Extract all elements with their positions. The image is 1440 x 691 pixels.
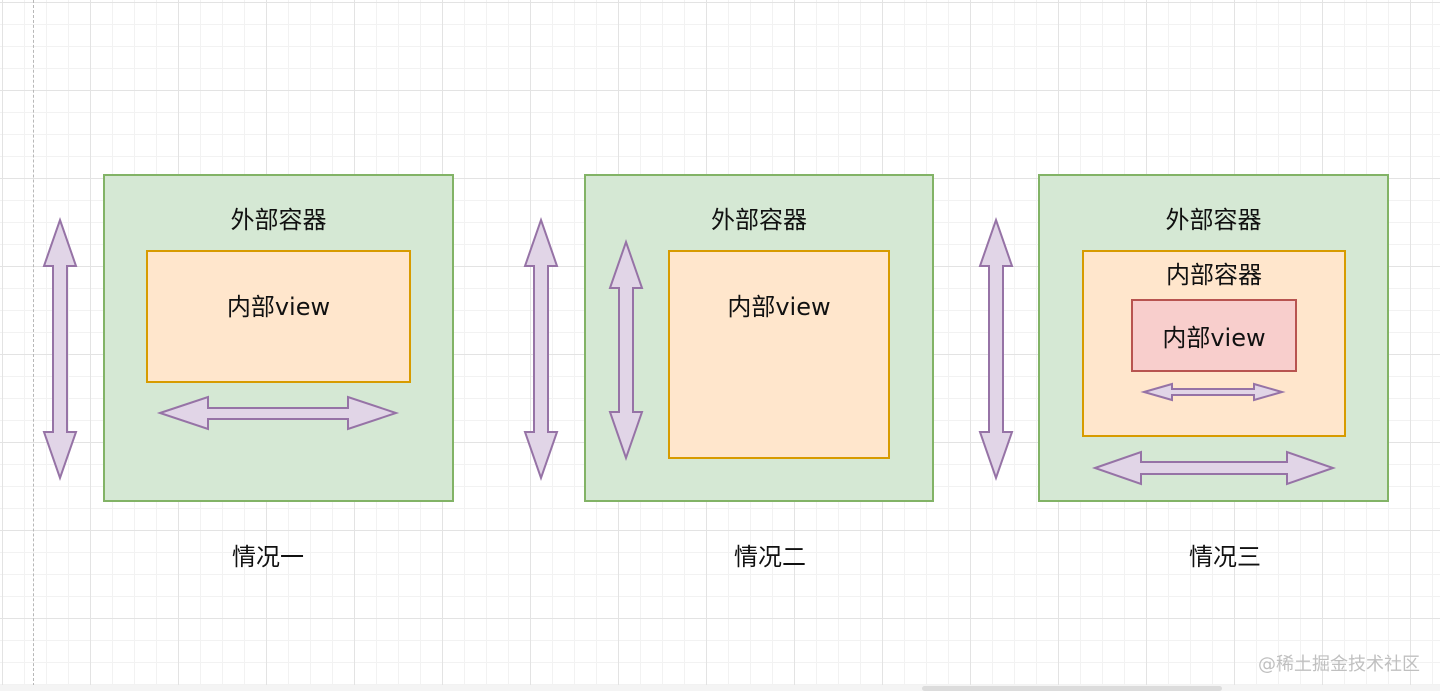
case3-inner-view-label: 内部view [1162, 324, 1266, 352]
case2-inner-view[interactable] [668, 250, 890, 459]
case3-outer-label: 外部容器 [1165, 206, 1262, 234]
watermark: @稀土掘金技术社区 [1258, 654, 1420, 675]
page-guide-line [33, 0, 34, 691]
case2-outer-label: 外部容器 [711, 206, 807, 234]
case3-inner-view[interactable] [1131, 299, 1297, 372]
case1-vertical-arrow[interactable] [40, 216, 82, 482]
case3-caption: 情况三 [1189, 543, 1261, 571]
case2-inner-label: 内部view [727, 293, 831, 321]
case1-outer-label: 外部容器 [230, 206, 327, 234]
case3-inner-horizontal-arrow[interactable] [1140, 381, 1286, 403]
case3-vertical-arrow[interactable] [976, 216, 1018, 482]
case1-inner-view[interactable] [146, 250, 411, 383]
case1-caption: 情况一 [232, 543, 304, 571]
case1-horizontal-arrow[interactable] [156, 394, 400, 434]
scrollbar-thumb[interactable] [922, 686, 1222, 691]
case3-outer-horizontal-arrow[interactable] [1091, 450, 1337, 488]
case2-vertical-arrow[interactable] [521, 216, 563, 482]
horizontal-scrollbar[interactable] [0, 685, 1440, 691]
case2-inner-vertical-arrow[interactable] [606, 238, 648, 462]
case1-inner-label: 内部view [226, 293, 331, 321]
case3-inner-container-label: 内部容器 [1166, 261, 1262, 289]
case2-caption: 情况二 [734, 543, 806, 571]
